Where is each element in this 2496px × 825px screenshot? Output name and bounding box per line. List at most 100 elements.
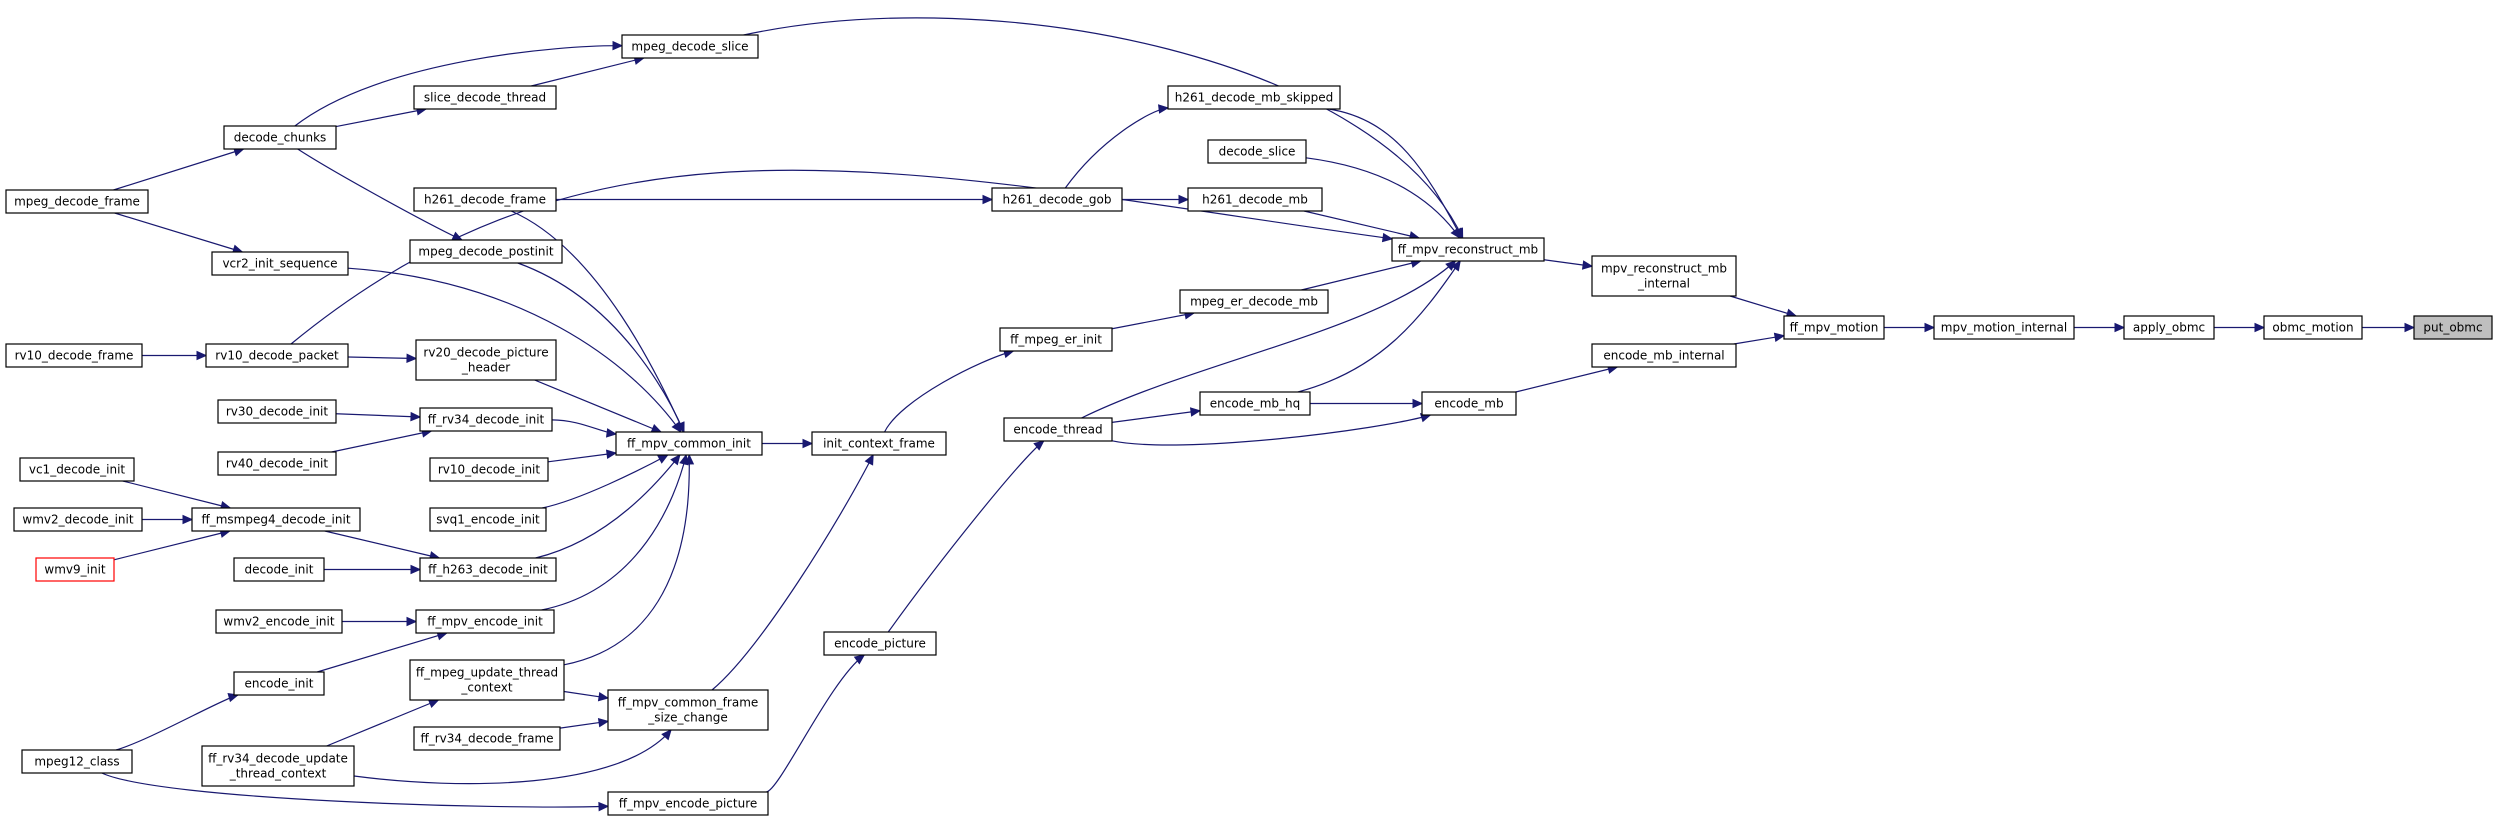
node-ff-mpeg-update-thread-context[interactable]: ff_mpeg_update_thread_context [409,659,565,701]
node-box[interactable] [2123,315,2215,340]
node-ff-mpv-reconstruct-mb[interactable]: ff_mpv_reconstruct_mb [1391,237,1545,262]
node-rv10-decode-frame[interactable]: rv10_decode_frame [5,343,143,368]
node-box[interactable] [1591,255,1737,297]
node-box[interactable] [1003,417,1113,442]
node-obmc-motion[interactable]: obmc_motion [2263,315,2363,340]
node-box[interactable] [621,34,759,59]
node-rv10-decode-init[interactable]: rv10_decode_init [429,457,549,482]
node-apply-obmc[interactable]: apply_obmc [2123,315,2215,340]
node-wmv9-init[interactable]: wmv9_init [35,557,115,582]
node-box[interactable] [1187,187,1323,212]
node-vcr2-init-sequence[interactable]: vcr2_init_sequence [211,251,349,276]
node-box[interactable] [999,327,1113,352]
node-box[interactable] [201,745,355,787]
node-svq1-encode-init[interactable]: svq1_encode_init [429,507,547,532]
node-box[interactable] [1207,139,1307,164]
node-box[interactable] [1167,85,1341,110]
node-box[interactable] [823,631,937,656]
node-rv20-decode-picture-header[interactable]: rv20_decode_picture_header [415,339,557,381]
node-box[interactable] [233,557,325,582]
node-mpeg12-class[interactable]: mpeg12_class [21,749,133,774]
node-slice-decode-thread[interactable]: slice_decode_thread [413,85,557,110]
node-box[interactable] [413,726,561,751]
node-box[interactable] [223,125,337,150]
node-box[interactable] [205,343,349,368]
node-box[interactable] [2263,315,2363,340]
node-h261-decode-gob[interactable]: h261_decode_gob [991,187,1123,212]
node-box[interactable] [1391,237,1545,262]
node-box[interactable] [1179,289,1329,314]
node-encode-mb-hq[interactable]: encode_mb_hq [1199,391,1311,416]
node-h261-decode-frame[interactable]: h261_decode_frame [413,187,557,212]
node-init-context-frame[interactable]: init_context_frame [811,431,947,456]
node-ff-rv34-decode-update-thread-context[interactable]: ff_rv34_decode_update_thread_context [201,745,355,787]
node-ff-mpv-encode-picture[interactable]: ff_mpv_encode_picture [607,791,769,816]
node-box[interactable] [429,457,549,482]
node-box[interactable] [19,457,135,482]
node-box[interactable] [415,609,555,634]
node-ff-mpeg-er-init[interactable]: ff_mpeg_er_init [999,327,1113,352]
node-ff-rv34-decode-init[interactable]: ff_rv34_decode_init [419,407,553,432]
node-box[interactable] [191,507,361,532]
node-box[interactable] [211,251,349,276]
node-box[interactable] [5,343,143,368]
node-box[interactable] [2413,315,2493,340]
node-vc1-decode-init[interactable]: vc1_decode_init [19,457,135,482]
node-box[interactable] [1591,343,1737,368]
node-mpv-reconstruct-mb-internal[interactable]: mpv_reconstruct_mb_internal [1591,255,1737,297]
node-h261-decode-mb-skipped[interactable]: h261_decode_mb_skipped [1167,85,1341,110]
node-encode-thread[interactable]: encode_thread [1003,417,1113,442]
node-wmv2-decode-init[interactable]: wmv2_decode_init [13,507,143,532]
node-wmv2-encode-init[interactable]: wmv2_encode_init [215,609,343,634]
node-box[interactable] [13,507,143,532]
node-box[interactable] [1199,391,1311,416]
node-ff-mpv-encode-init[interactable]: ff_mpv_encode_init [415,609,555,634]
node-box[interactable] [233,671,325,696]
node-box[interactable] [419,407,553,432]
node-box[interactable] [615,431,763,456]
node-box[interactable] [413,187,557,212]
node-mpeg-decode-frame[interactable]: mpeg_decode_frame [5,189,149,214]
node-box[interactable] [21,749,133,774]
node-box[interactable] [35,557,115,582]
node-rv30-decode-init[interactable]: rv30_decode_init [217,399,337,424]
node-encode-mb[interactable]: encode_mb [1421,391,1517,416]
node-box[interactable] [811,431,947,456]
node-box[interactable] [607,791,769,816]
node-mpeg-er-decode-mb[interactable]: mpeg_er_decode_mb [1179,289,1329,314]
node-box[interactable] [415,339,557,381]
node-box[interactable] [429,507,547,532]
node-box[interactable] [1421,391,1517,416]
node-h261-decode-mb[interactable]: h261_decode_mb [1187,187,1323,212]
node-box[interactable] [1783,315,1885,340]
node-put-obmc[interactable]: put_obmc [2413,315,2493,340]
node-decode-init[interactable]: decode_init [233,557,325,582]
node-ff-mpv-motion[interactable]: ff_mpv_motion [1783,315,1885,340]
node-rv10-decode-packet[interactable]: rv10_decode_packet [205,343,349,368]
node-box[interactable] [217,451,337,476]
node-box[interactable] [1933,315,2075,340]
node-ff-rv34-decode-frame[interactable]: ff_rv34_decode_frame [413,726,561,751]
node-encode-init[interactable]: encode_init [233,671,325,696]
node-mpeg-decode-slice[interactable]: mpeg_decode_slice [621,34,759,59]
node-rv40-decode-init[interactable]: rv40_decode_init [217,451,337,476]
node-box[interactable] [215,609,343,634]
node-box[interactable] [409,239,563,264]
node-ff-mpv-common-frame-size-change[interactable]: ff_mpv_common_frame_size_change [607,689,769,731]
node-box[interactable] [217,399,337,424]
node-box[interactable] [413,85,557,110]
node-decode-chunks[interactable]: decode_chunks [223,125,337,150]
node-mpv-motion-internal[interactable]: mpv_motion_internal [1933,315,2075,340]
node-box[interactable] [607,689,769,731]
node-box[interactable] [419,557,557,582]
node-box[interactable] [409,659,565,701]
node-encode-mb-internal[interactable]: encode_mb_internal [1591,343,1737,368]
node-mpeg-decode-postinit[interactable]: mpeg_decode_postinit [409,239,563,264]
node-decode-slice[interactable]: decode_slice [1207,139,1307,164]
node-box[interactable] [5,189,149,214]
node-box[interactable] [991,187,1123,212]
node-ff-h263-decode-init[interactable]: ff_h263_decode_init [419,557,557,582]
node-encode-picture[interactable]: encode_picture [823,631,937,656]
node-ff-msmpeg4-decode-init[interactable]: ff_msmpeg4_decode_init [191,507,361,532]
node-ff-mpv-common-init[interactable]: ff_mpv_common_init [615,431,763,456]
